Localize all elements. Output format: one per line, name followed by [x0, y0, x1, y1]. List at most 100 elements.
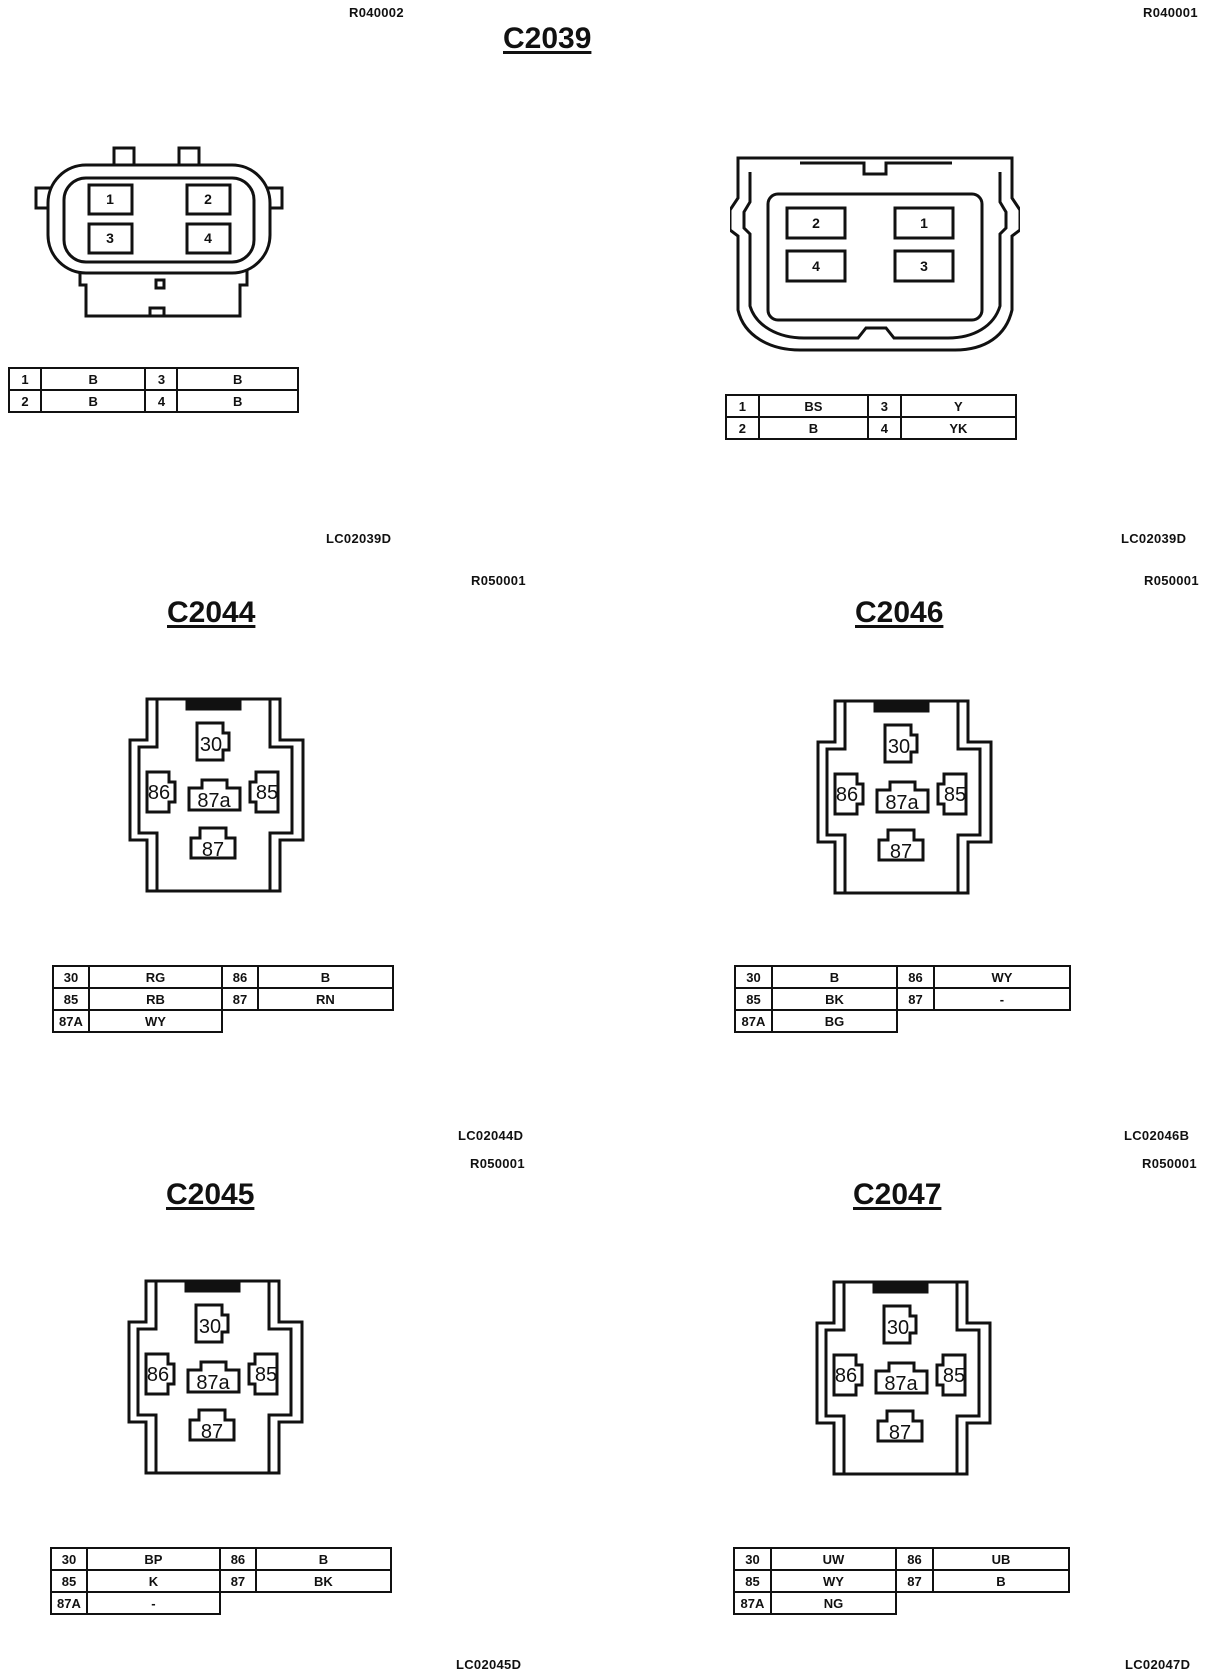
table-cell: 87A	[734, 1009, 773, 1033]
pin-label: 87	[202, 839, 224, 861]
table-cell: 87	[219, 1569, 257, 1593]
table-cell: K	[85, 1569, 222, 1593]
pin-label: 4	[204, 230, 212, 246]
pin-table-c2039-right: 1 BS 3 Y 2 B 4 YK	[725, 394, 1018, 440]
pin-label: 2	[812, 215, 820, 231]
table-row: 30 UW 86 UB	[733, 1547, 1071, 1571]
relay-connector-face-c2044: 30 86 85 87a 87	[128, 697, 305, 893]
table-cell: 87A	[52, 1009, 90, 1033]
table-cell-empty	[897, 1010, 1070, 1032]
pin-label: 3	[106, 230, 114, 246]
table-cell: 87	[896, 987, 935, 1011]
table-cell: 86	[895, 1547, 934, 1571]
table-cell: 30	[733, 1547, 772, 1571]
table-cell: YK	[899, 416, 1018, 440]
pin-label: 86	[835, 1365, 857, 1387]
table-cell-empty	[220, 1592, 391, 1614]
table-row: 87A BG	[734, 1009, 1070, 1033]
pin-label: 87a	[884, 1373, 918, 1395]
table-cell: BP	[85, 1547, 222, 1571]
connector-face-c2039-right: 2 1 4 3	[730, 156, 1020, 352]
table-row: 87A -	[50, 1591, 391, 1615]
ref-code-lc02039d-right: LC02039D	[1121, 531, 1187, 546]
table-cell: BK	[770, 987, 899, 1011]
pin-label: 30	[887, 1317, 909, 1339]
table-cell: 3	[144, 367, 179, 391]
pin-label: 86	[147, 1364, 169, 1386]
pin-label: 30	[199, 1316, 221, 1338]
table-cell: 86	[896, 965, 935, 989]
connector-face-c2039-left: 1 2 3 4	[34, 146, 284, 318]
ref-code-r050001: R050001	[1144, 573, 1199, 588]
ref-code-r050001: R050001	[1142, 1156, 1197, 1171]
pin-table-c2047: 30 UW 86 UB 85 WY 87 B 87A NG	[733, 1547, 1071, 1615]
ref-code-r040002: R040002	[349, 5, 404, 20]
table-cell: 86	[219, 1547, 257, 1571]
table-row: 2 B 4 YK	[725, 416, 1018, 440]
pin-label: 86	[836, 784, 858, 806]
table-row: 85 BK 87 -	[734, 987, 1072, 1011]
pin-label: 2	[204, 191, 212, 207]
table-cell: NG	[769, 1591, 898, 1615]
table-cell: B	[254, 1547, 393, 1571]
table-cell: 30	[52, 965, 90, 989]
ref-code-r040001: R040001	[1143, 5, 1198, 20]
pin-label: 85	[256, 782, 278, 804]
table-cell: 85	[50, 1569, 88, 1593]
pin-label: 1	[920, 215, 928, 231]
table-cell: 30	[50, 1547, 88, 1571]
connector-title-c2047: C2047	[853, 1178, 942, 1211]
table-cell: 87A	[50, 1591, 88, 1615]
ref-code-lc02047d: LC02047D	[1125, 1657, 1191, 1672]
table-cell: RG	[87, 965, 224, 989]
connector-title-c2039: C2039	[503, 22, 592, 55]
table-cell: B	[757, 416, 870, 440]
table-cell: RB	[87, 987, 224, 1011]
table-row: 1 B 3 B	[8, 367, 299, 391]
ref-code-lc02039d-left: LC02039D	[326, 531, 392, 546]
ref-code-lc02045d: LC02045D	[456, 1657, 522, 1672]
table-cell: B	[176, 367, 299, 391]
table-cell: 86	[221, 965, 259, 989]
pin-label: 87	[889, 1422, 911, 1444]
relay-connector-face-c2045: 30 86 85 87a 87	[127, 1279, 304, 1475]
table-cell: 85	[52, 987, 90, 1011]
table-row: 87A WY	[52, 1009, 393, 1033]
table-cell: 85	[733, 1569, 772, 1593]
table-cell: BS	[757, 394, 870, 418]
connector-title-c2045: C2045	[166, 1178, 255, 1211]
pin-label: 85	[943, 1365, 965, 1387]
table-row: 85 RB 87 RN	[52, 987, 395, 1011]
table-cell: BG	[770, 1009, 899, 1033]
pin-table-c2045: 30 BP 86 B 85 K 87 BK 87A -	[50, 1547, 393, 1615]
table-cell: 30	[734, 965, 773, 989]
pin-label: 87	[201, 1421, 223, 1443]
pin-label: 1	[106, 191, 114, 207]
table-cell: 3	[867, 394, 902, 418]
connector-title-c2046: C2046	[855, 596, 944, 629]
table-cell: B	[770, 965, 899, 989]
pin-label: 87	[890, 841, 912, 863]
table-row: 85 WY 87 B	[733, 1569, 1071, 1593]
table-cell: 87A	[733, 1591, 772, 1615]
table-cell: WY	[87, 1009, 224, 1033]
table-cell-empty	[896, 1592, 1069, 1614]
table-cell-empty	[222, 1010, 393, 1032]
table-cell: WY	[769, 1569, 898, 1593]
table-cell: B	[176, 389, 299, 413]
table-cell: 87	[221, 987, 259, 1011]
pin-table-c2044: 30 RG 86 B 85 RB 87 RN 87A WY	[52, 965, 395, 1033]
table-row: 85 K 87 BK	[50, 1569, 393, 1593]
table-row: 87A NG	[733, 1591, 1069, 1615]
pin-label: 85	[944, 784, 966, 806]
table-cell: RN	[256, 987, 395, 1011]
pin-label: 4	[812, 258, 820, 274]
table-cell: UB	[931, 1547, 1071, 1571]
table-cell: B	[39, 367, 147, 391]
relay-connector-face-c2046: 30 86 85 87a 87	[816, 699, 993, 895]
table-row: 1 BS 3 Y	[725, 394, 1018, 418]
pin-label: 30	[888, 736, 910, 758]
table-cell: -	[85, 1591, 222, 1615]
table-row: 30 RG 86 B	[52, 965, 395, 989]
table-cell: -	[932, 987, 1072, 1011]
